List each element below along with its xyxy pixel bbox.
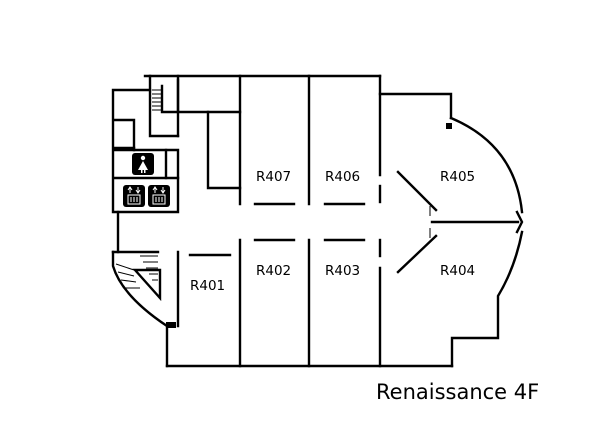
room-label-r402: R402: [256, 263, 291, 279]
room-label-r403: R403: [325, 263, 360, 279]
room-partitions: [188, 74, 524, 368]
room-label-r404: R404: [440, 263, 475, 279]
map-title: Renaissance 4F: [376, 380, 540, 404]
room-label-r407: R407: [256, 169, 291, 185]
room-label-r405: R405: [440, 169, 475, 185]
elevator-icon: [123, 185, 145, 207]
room-label-r406: R406: [325, 169, 360, 185]
elevator-icon: [148, 185, 170, 207]
restroom-female-icon: [132, 153, 154, 175]
room-label-r401: R401: [190, 278, 225, 294]
service-core: [111, 74, 242, 328]
